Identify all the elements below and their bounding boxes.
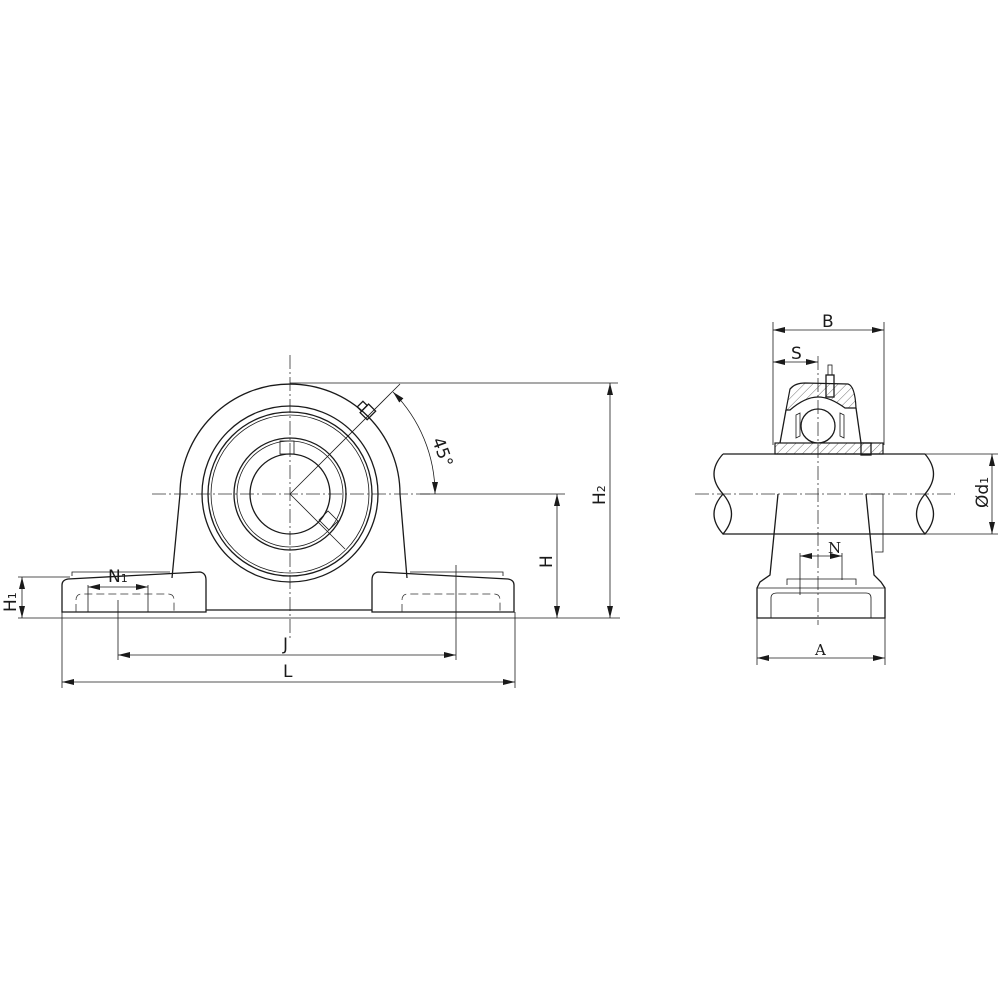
inner-ring-section — [774, 442, 884, 455]
bearing-ball — [800, 408, 836, 444]
housing-bore-ring — [201, 405, 379, 583]
right-slot-hidden — [401, 593, 501, 612]
left-slot-hidden — [75, 593, 175, 612]
left-foot-pad — [71, 571, 170, 576]
set-screw-side — [860, 442, 872, 456]
right-foot — [371, 571, 515, 613]
label-H1: H1 — [1, 592, 21, 612]
shaft-right-break — [915, 453, 935, 536]
seals — [795, 412, 845, 439]
dim-angle — [392, 391, 438, 495]
left-foot — [61, 571, 207, 613]
label-J: J — [282, 635, 288, 655]
label-N: N — [828, 539, 841, 557]
housing-cap-section — [785, 382, 857, 411]
housing-outline — [171, 383, 408, 579]
pedestal — [756, 493, 886, 619]
screw-axis — [289, 493, 346, 550]
label-A: A — [814, 641, 826, 659]
label-N1: N1 — [108, 567, 128, 587]
housing-side-walls — [779, 407, 862, 444]
front-view: 45° H1 N1 J L H H2 — [1, 355, 620, 688]
label-d1: Ød1 — [973, 477, 993, 508]
side-slot — [770, 592, 872, 618]
label-B: B — [822, 312, 834, 332]
label-S: S — [791, 344, 802, 364]
label-L: L — [283, 662, 293, 682]
label-H2: H2 — [590, 485, 610, 505]
set-screw-lower — [318, 510, 339, 531]
nipple-axis — [289, 383, 401, 495]
bearing-outer-ring-inner-edge — [210, 414, 370, 574]
grease-nipple — [356, 400, 377, 421]
side-view: B S N A Ød1 — [695, 312, 998, 665]
grease-nipple-side — [825, 364, 835, 398]
shaft-left-break — [713, 453, 733, 535]
right-foot-pad — [410, 571, 504, 576]
pedestal-pad — [786, 578, 857, 585]
inner-ring — [233, 437, 347, 551]
label-H: H — [537, 555, 557, 568]
bearing-outer-ring — [207, 411, 373, 577]
set-screw-top — [279, 440, 295, 455]
